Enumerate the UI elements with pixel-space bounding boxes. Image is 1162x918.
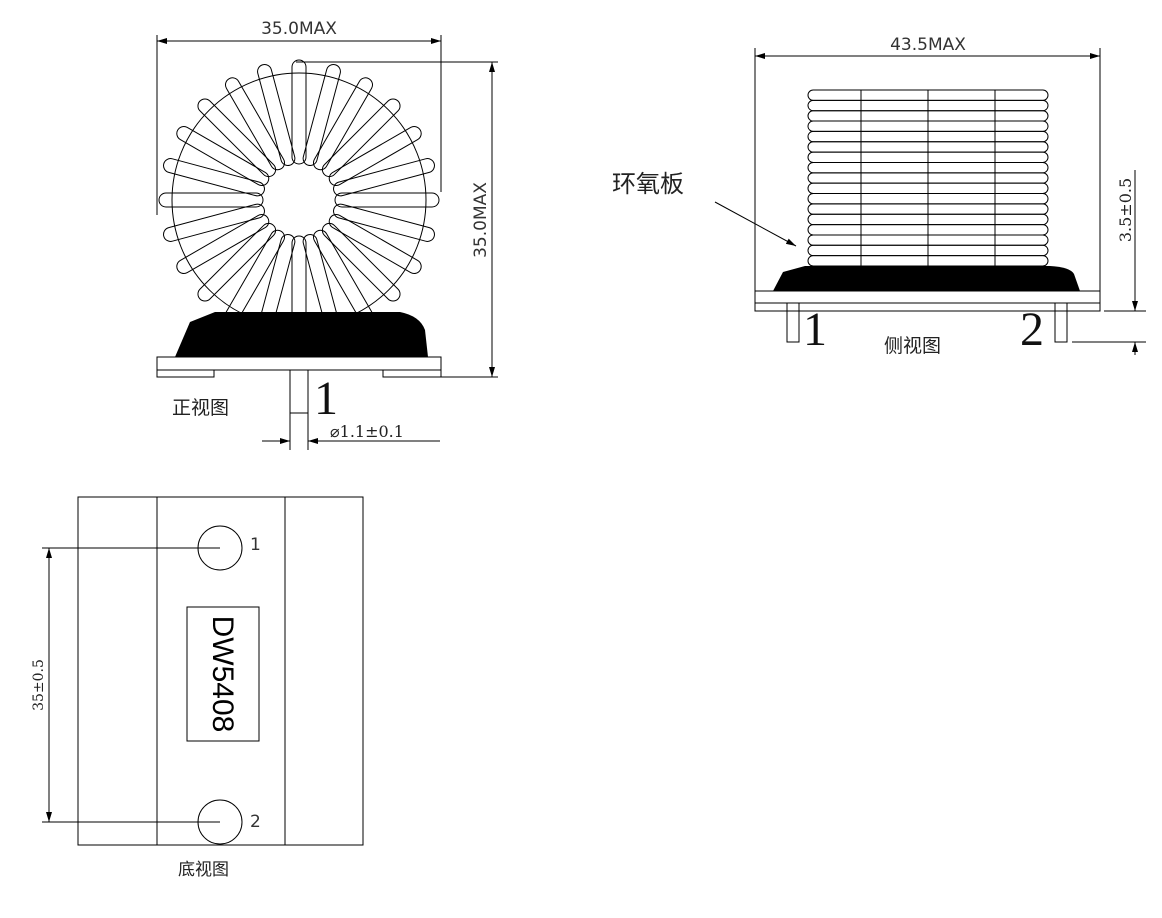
bottom-view: 1 2 DW5408 35±0.5 底视图	[31, 496, 364, 880]
bottom-view-title: 底视图	[178, 860, 229, 880]
winding-turn	[158, 192, 264, 208]
pin-1-label: 1	[803, 303, 827, 356]
pin-1	[289, 369, 309, 414]
winding-turn	[291, 235, 307, 314]
foot-left	[156, 369, 215, 378]
foot-right	[382, 369, 442, 378]
winding-turn	[163, 203, 265, 242]
epoxy-base	[175, 312, 428, 357]
winding-turn	[225, 229, 285, 314]
winding-turn	[302, 64, 341, 166]
winding-turn	[224, 77, 285, 171]
epoxy-board	[773, 266, 1080, 291]
winding-turn	[176, 214, 270, 274]
winding-turn	[334, 192, 440, 208]
winding-turn	[197, 98, 277, 178]
winding-turn	[176, 126, 270, 186]
pin-diameter-text: ⌀1.1±0.1	[330, 422, 404, 441]
part-number: DW5408	[206, 616, 239, 733]
winding-turn	[313, 77, 373, 171]
winding-turn	[333, 158, 435, 197]
toroid-outer-edge	[171, 72, 427, 314]
winding-turn	[328, 126, 422, 186]
winding-turn	[333, 203, 435, 242]
base-board	[754, 290, 1101, 304]
winding-turn	[321, 98, 401, 178]
pin-1-label: 1	[250, 535, 261, 555]
part-label-box	[186, 606, 260, 742]
winding-turn	[321, 222, 401, 302]
pin-1	[786, 302, 800, 343]
width-dimension-text: 35.0MAX	[261, 19, 337, 39]
side-view-title: 侧视图	[884, 335, 941, 357]
pin-length-text: 3.5±0.5	[1116, 178, 1135, 242]
pitch-dimension-text: 35±0.5	[31, 659, 47, 711]
pin-2	[1054, 302, 1068, 343]
winding-turn	[302, 234, 341, 314]
base-board-bottom	[754, 302, 1101, 312]
winding-turn	[163, 158, 265, 197]
height-dimension-text: 35.0MAX	[471, 182, 491, 258]
pin-2-label: 2	[250, 812, 261, 832]
winding-turn	[197, 222, 277, 302]
front-view: 1 正视图 35.0MAX 35.0MAX ⌀1.1±0.1	[156, 19, 498, 450]
bottom-outline	[77, 496, 364, 846]
hatched-region-left	[77, 496, 158, 846]
winding-turn	[257, 234, 296, 314]
pin-2-label: 2	[1020, 303, 1044, 356]
side-view: 1 2 侧视图 环氧板 43.5MAX 3.5±0.5	[612, 35, 1146, 357]
winding-turn	[257, 64, 296, 166]
hatched-region-right	[284, 496, 364, 846]
winding-turn	[328, 214, 422, 274]
toroid-core	[158, 59, 440, 314]
pin-1-label: 1	[314, 372, 338, 425]
epoxy-callout-text: 环氧板	[612, 170, 684, 198]
toroid-windings	[158, 59, 440, 314]
winding-turn	[313, 229, 373, 314]
width-dimension-text: 43.5MAX	[890, 35, 966, 55]
winding-turn	[291, 59, 307, 165]
front-view-title: 正视图	[172, 397, 229, 419]
base-board	[156, 356, 442, 371]
